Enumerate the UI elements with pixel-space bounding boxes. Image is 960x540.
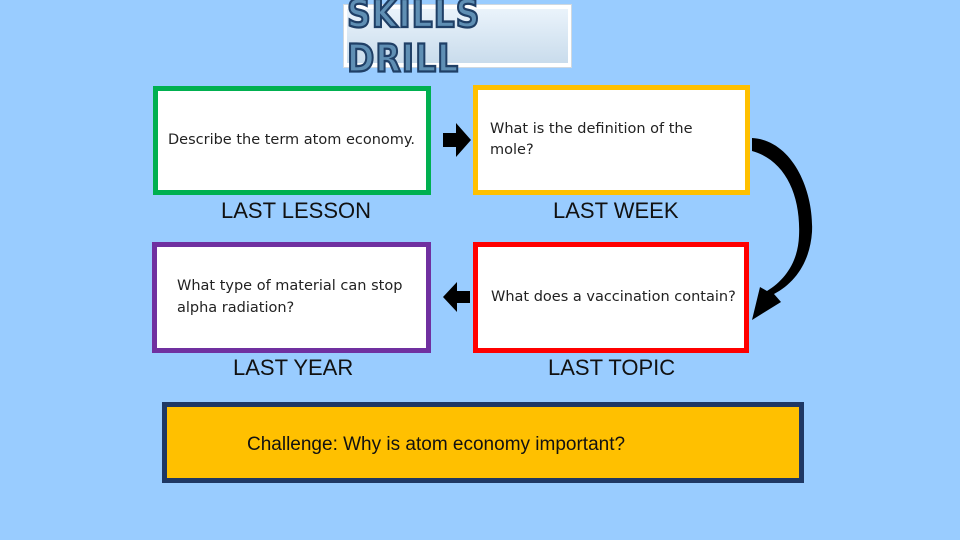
card-last-topic: What does a vaccination contain? <box>473 242 749 353</box>
label-last-year: LAST YEAR <box>233 355 354 380</box>
logo-banner: SKILLS DRILL <box>346 0 568 82</box>
label-last-topic: LAST TOPIC <box>548 355 676 380</box>
label-last-lesson: LAST LESSON <box>221 198 371 223</box>
card-last-year: What type of material can stop alpha rad… <box>152 242 431 353</box>
label-last-week: LAST WEEK <box>553 198 679 223</box>
card-last-week: What is the definition of the mole? <box>473 85 750 195</box>
card-question: What type of material can stop alpha rad… <box>177 278 403 316</box>
logo-text: SKILLS DRILL <box>346 0 481 82</box>
challenge-text: Challenge: Why is atom economy important… <box>247 434 626 455</box>
arrow-right-icon <box>443 123 471 157</box>
skills-drill-logo: SKILLS DRILL <box>343 0 572 82</box>
card-last-lesson: Describe the term atom economy. <box>153 86 431 195</box>
curved-arrow-down-icon <box>752 138 813 320</box>
card-question: What does a vaccination contain? <box>491 288 736 305</box>
challenge-box: Challenge: Why is atom economy important… <box>162 402 804 483</box>
arrow-left-icon <box>443 282 470 312</box>
card-question: What is the definition of the mole? <box>490 120 693 158</box>
card-question: Describe the term atom economy. <box>168 131 416 148</box>
